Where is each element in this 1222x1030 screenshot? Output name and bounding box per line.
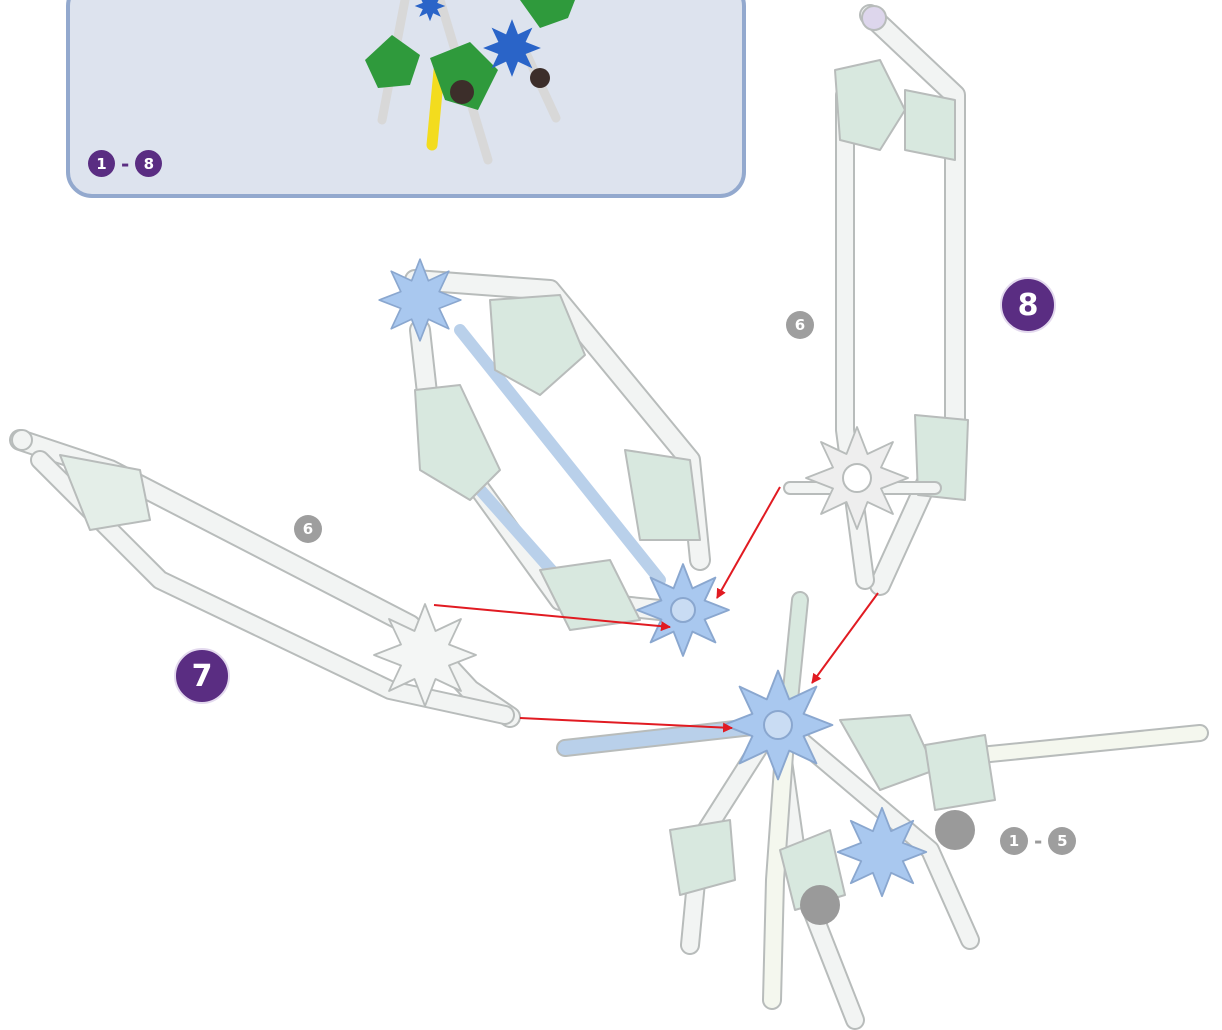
- assembly-range-end: 5: [1048, 827, 1076, 855]
- step-7-badge: 7: [174, 648, 230, 704]
- assembly-range-start: 1: [1000, 827, 1028, 855]
- assembly-step-range: 1 - 5: [1000, 827, 1076, 855]
- arrow-left-to-main: [520, 718, 732, 728]
- preview-model: [365, 0, 575, 160]
- arrow-upper-to-main: [812, 593, 878, 683]
- left-part-quantity: 6: [294, 515, 322, 543]
- upper-part-quantity: 6: [786, 311, 814, 339]
- inset-range-separator: -: [121, 154, 129, 174]
- arrow-upper-to-center: [717, 487, 780, 598]
- main-assembly: [565, 600, 1200, 1020]
- inset-step-range: 1 - 8: [88, 150, 162, 177]
- assembly-range-separator: -: [1034, 831, 1042, 851]
- center-part-frame: [379, 259, 729, 656]
- upper-part-frame: [790, 6, 968, 585]
- step-8-badge: 8: [1000, 277, 1056, 333]
- inset-range-start: 1: [88, 150, 115, 177]
- inset-range-end: 8: [135, 150, 162, 177]
